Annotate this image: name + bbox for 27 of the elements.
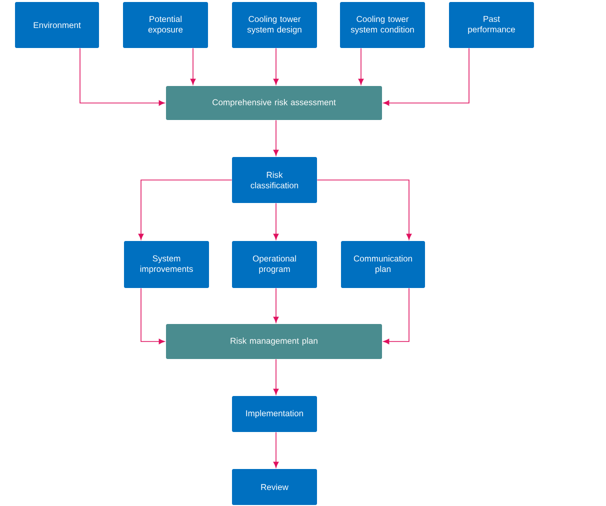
arrow	[273, 48, 279, 85]
process-box: Cooling tower system design	[232, 2, 317, 48]
arrow	[273, 202, 279, 240]
arrow	[273, 358, 279, 395]
arrow	[273, 432, 279, 468]
arrow	[190, 48, 196, 85]
process-box: Review	[232, 469, 317, 505]
arrow	[316, 180, 412, 240]
arrow	[273, 120, 279, 156]
process-box: Cooling tower system condition	[340, 2, 425, 48]
process-band: Risk management plan	[166, 324, 382, 359]
process-box: Operational program	[232, 241, 317, 288]
process-band: Comprehensive risk assessment	[166, 86, 382, 120]
arrow	[273, 288, 279, 323]
arrow	[140, 288, 165, 344]
arrow	[80, 48, 165, 106]
arrow	[358, 48, 364, 85]
process-box: Implementation	[232, 396, 317, 432]
arrow	[383, 288, 410, 344]
arrow	[138, 180, 232, 240]
process-box: Risk classification	[232, 157, 317, 203]
process-box: Potential exposure	[123, 2, 208, 48]
arrow	[383, 48, 470, 106]
process-box: Past performance	[449, 2, 534, 48]
process-box: System improvements	[124, 241, 209, 288]
process-box: Communication plan	[341, 241, 425, 288]
process-box: Environment	[15, 2, 99, 48]
